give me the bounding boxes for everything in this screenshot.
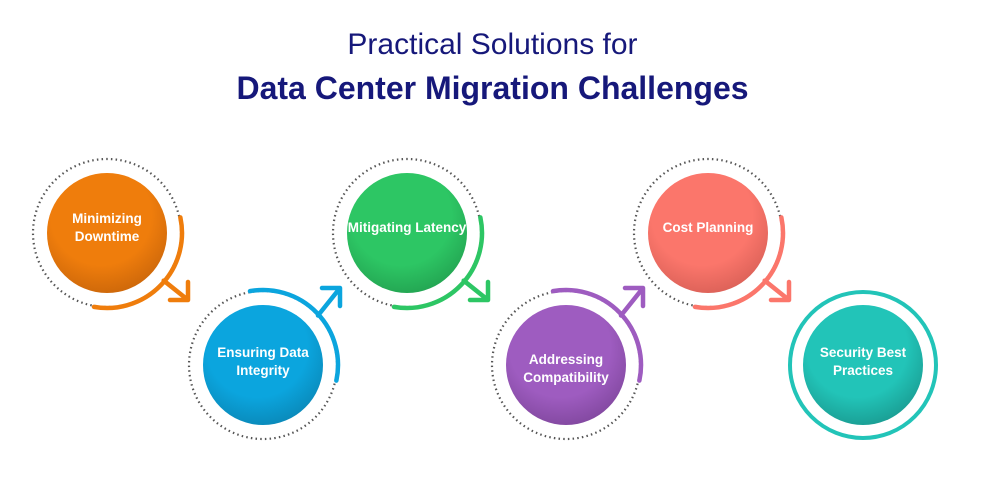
step-circle-2 bbox=[203, 305, 323, 425]
title-line-1: Practical Solutions for bbox=[347, 28, 638, 61]
step-label-2: Ensuring Data Integrity bbox=[217, 345, 309, 378]
step-label-4: Addressing Compatibility bbox=[523, 352, 609, 385]
arrow-icon bbox=[315, 285, 343, 318]
step-circle-1 bbox=[47, 173, 167, 293]
step-ring bbox=[788, 290, 938, 440]
progress-arc bbox=[91, 215, 185, 311]
step-circle-6 bbox=[803, 305, 923, 425]
step-label-3: Mitigating Latency bbox=[347, 220, 467, 235]
progress-arc bbox=[391, 215, 485, 311]
step-label-5: Cost Planning bbox=[662, 220, 754, 235]
step-circle-4 bbox=[506, 305, 626, 425]
arrow-icon bbox=[461, 278, 491, 303]
arrow-icon bbox=[161, 278, 191, 303]
title-line-2: Data Center Migration Challenges bbox=[236, 70, 749, 106]
arrow-icon bbox=[618, 285, 646, 318]
step-circle-5 bbox=[648, 173, 768, 293]
arrow-icon bbox=[762, 278, 792, 303]
progress-arc bbox=[692, 215, 786, 311]
progress-arc bbox=[247, 287, 341, 383]
step-label-1: Minimizing Downtime bbox=[72, 211, 142, 244]
progress-arc bbox=[550, 287, 644, 383]
step-circle-3 bbox=[347, 173, 467, 293]
step-label-6: Security Best Practices bbox=[819, 345, 907, 378]
